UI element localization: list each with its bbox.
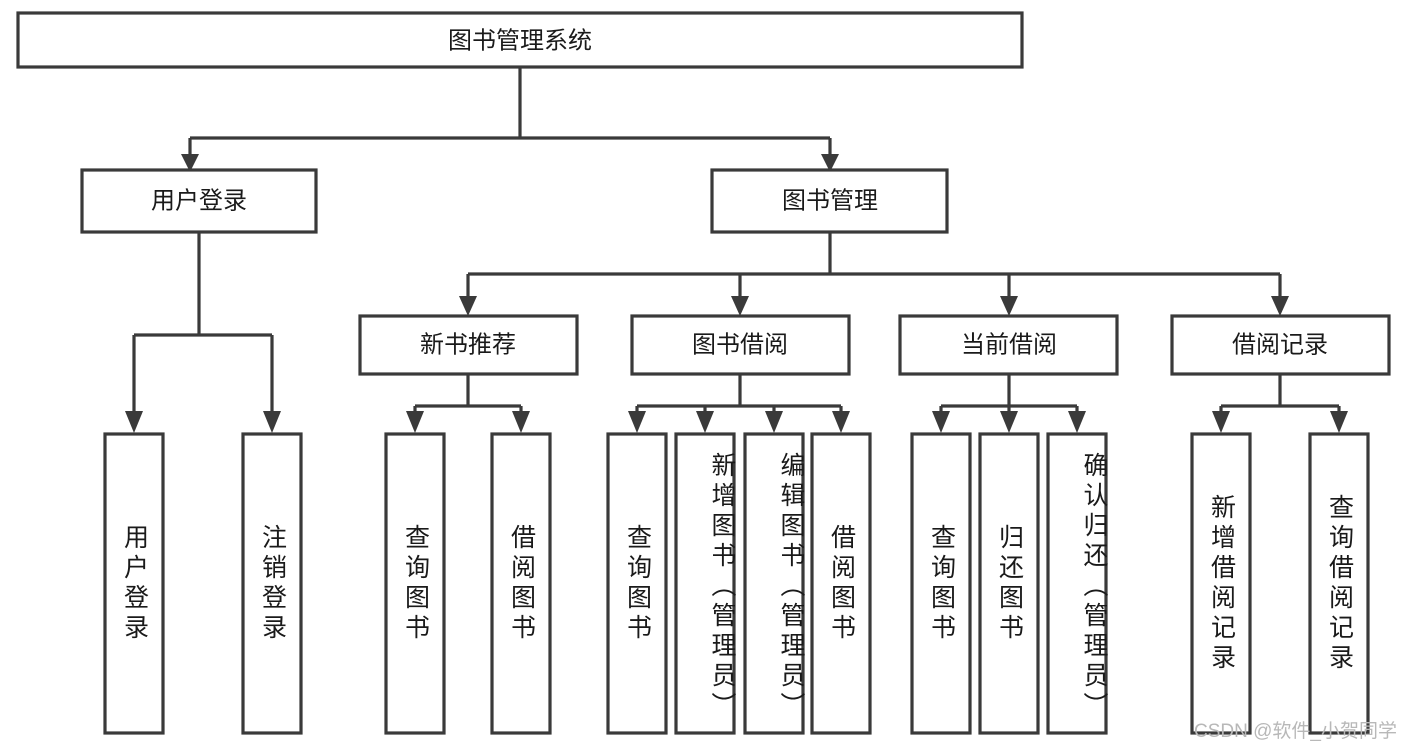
leaf-box-user-login[interactable] [103, 432, 165, 735]
node-root-label: 图书管理系统 [448, 27, 592, 54]
leaf-box-add-record[interactable] [1190, 432, 1252, 735]
arrow-to-new-book-recommend [459, 296, 477, 316]
connector-borrowrecord-to-leaves [1212, 374, 1348, 433]
connector-bookborrow-to-leaves [628, 374, 850, 433]
arrow-to-leaf-query-record [1330, 411, 1348, 433]
node-user-login[interactable]: 用户登录 [80, 168, 318, 234]
arrow-to-book-borrow [731, 296, 749, 316]
arrow-to-book-manage [821, 154, 839, 172]
leaf-box-add-book[interactable] [674, 432, 736, 735]
leaf-box-logout[interactable] [241, 432, 303, 735]
arrow-to-leaf-return-book [1000, 411, 1018, 433]
leaf-box-query-book-1[interactable] [384, 432, 446, 735]
arrow-to-leaf-add-book [696, 411, 714, 433]
connector-userlogin-to-leaves [125, 232, 281, 433]
arrow-to-leaf-query-book-1 [406, 411, 424, 433]
node-book-borrow-label: 图书借阅 [692, 331, 788, 358]
arrow-to-leaf-query-book-2 [628, 411, 646, 433]
arrow-to-borrow-record [1271, 296, 1289, 316]
leaf-box-return-book[interactable] [978, 432, 1040, 735]
leaf-box-borrow-book-2[interactable] [810, 432, 872, 735]
node-new-book-recommend-label: 新书推荐 [420, 331, 516, 358]
connector-root-to-level2 [181, 67, 839, 172]
arrow-to-leaf-borrow-book-2 [832, 411, 850, 433]
leaf-box-confirm-return[interactable] [1046, 432, 1108, 735]
csdn-watermark: CSDN @软件_小贺同学 [1194, 721, 1397, 742]
arrow-to-current-borrow [1000, 296, 1018, 316]
leaf-box-query-book-3[interactable] [910, 432, 972, 735]
arrow-to-user-login [181, 154, 199, 172]
arrow-to-leaf-add-record [1212, 411, 1230, 433]
connector-newbook-to-leaves [406, 374, 530, 433]
arrow-to-leaf-borrow-book-1 [512, 411, 530, 433]
node-book-borrow[interactable]: 图书借阅 [630, 314, 851, 376]
leaf-box-query-record[interactable] [1308, 432, 1370, 735]
node-root[interactable]: 图书管理系统 [16, 11, 1024, 69]
connector-currentborrow-to-leaves [932, 374, 1086, 433]
node-book-manage-label: 图书管理 [782, 187, 878, 214]
leaf-box-borrow-book-1[interactable] [490, 432, 552, 735]
node-borrow-record[interactable]: 借阅记录 [1170, 314, 1391, 376]
connector-booksmanage-to-level3 [459, 232, 1289, 316]
arrow-to-leaf-edit-book [765, 411, 783, 433]
node-current-borrow[interactable]: 当前借阅 [898, 314, 1119, 376]
node-user-login-label: 用户登录 [151, 187, 247, 214]
leaf-box-query-book-2[interactable] [606, 432, 668, 735]
node-borrow-record-label: 借阅记录 [1232, 331, 1328, 358]
arrow-to-leaf-user-login [125, 411, 143, 433]
arrow-to-leaf-logout [263, 411, 281, 433]
node-current-borrow-label: 当前借阅 [961, 331, 1057, 358]
arrow-to-leaf-query-book-3 [932, 411, 950, 433]
arrow-to-leaf-confirm-return [1068, 411, 1086, 433]
node-new-book-recommend[interactable]: 新书推荐 [358, 314, 579, 376]
leaf-box-edit-book[interactable] [743, 432, 805, 735]
node-book-manage[interactable]: 图书管理 [710, 168, 949, 234]
